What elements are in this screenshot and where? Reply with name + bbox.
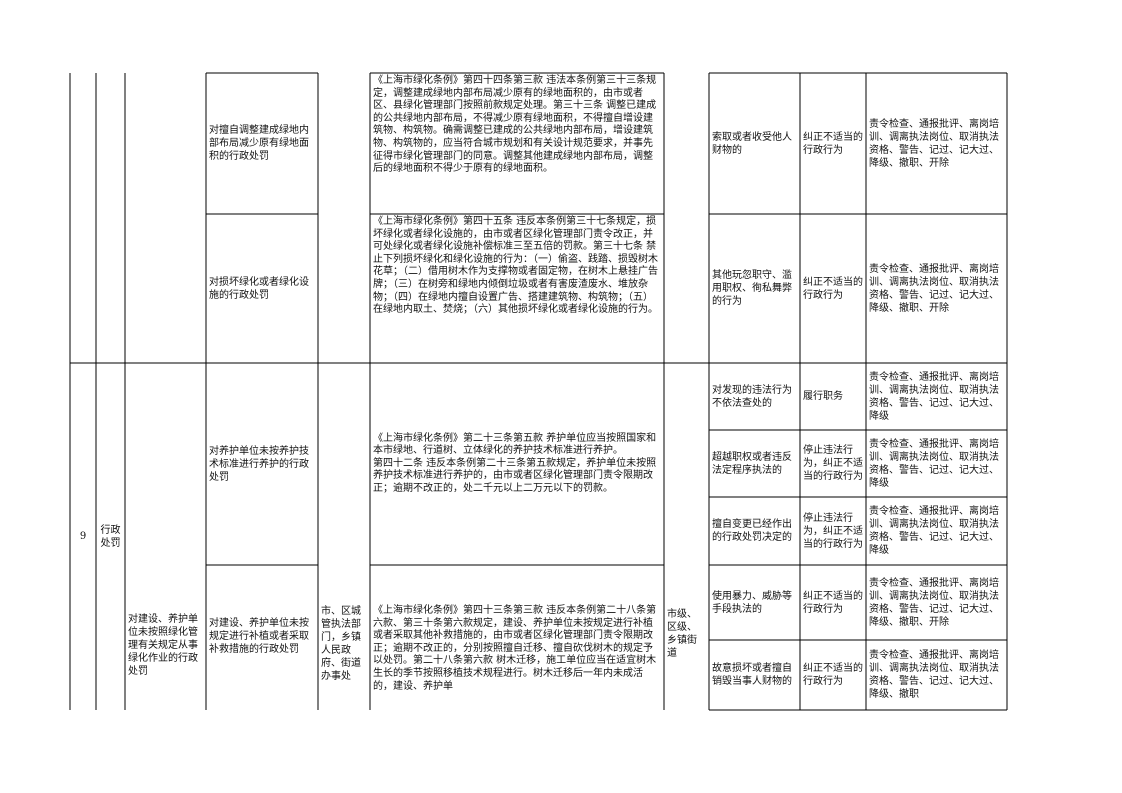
accountability-cell: 责令检查、通报批评、离岗培训、调离执法岗位、取消执法资格、警告、记过、记大过、降… (869, 371, 999, 422)
legal-basis-cell: 《上海市绿化条例》第四十四条第三款 违法本条例第三十三条规定，调整建成绿地内部布… (373, 75, 657, 175)
level-cell: 市级、区级、乡镇街道 (667, 609, 697, 659)
legal-basis-cell: 《上海市绿化条例》第四十五条 违反本条例第三十七条规定，损坏绿化或者绿化设施的，… (373, 216, 658, 316)
legal-basis-cell: 《上海市绿化条例》第二十三条第五款 养护单位应当按照国家和本市绿地、行道树、立体… (373, 432, 657, 494)
situation-cell: 故意损坏或者擅自销毁当事人财物的 (712, 663, 792, 687)
accountability-cell: 责令检查、通报批评、离岗培训、调离执法岗位、取消执法资格、警告、记过、记大过、降… (869, 650, 999, 700)
sub-item-name: 对擅自调整建成绿地内部布局减少原有绿地面积的行政处罚 (209, 125, 309, 162)
accountability-cell: 责令检查、通报批评、离岗培训、调离执法岗位、取消执法资格、警告、记过、记大过、降… (869, 263, 999, 314)
category-cell: 行政处罚 (100, 524, 121, 549)
row-number: 9 (79, 531, 87, 542)
type-cell: 纠正不适当的行政行为 (803, 590, 863, 615)
legal-basis-cell: 《上海市绿化条例》第四十三条第三款 违反本条例第二十八条第六款、第三十条第六款规… (373, 605, 657, 692)
situation-cell: 擅自变更已经作出的行政处罚决定的 (712, 519, 792, 543)
accountability-cell: 责令检查、通报批评、离岗培训、调离执法岗位、取消执法资格、警告、记过、记大过、降… (869, 577, 999, 628)
accountability-cell: 责令检查、通报批评、离岗培训、调离执法岗位、取消执法资格、警告、记过、记大过、降… (869, 506, 999, 556)
type-cell: 停止违法行为，纠正不适当的行政行为 (803, 445, 863, 482)
type-cell: 停止违法行为，纠正不适当的行政行为 (803, 512, 863, 550)
accountability-cell: 责令检查、通报批评、离岗培训、调离执法岗位、取消执法资格、警告、记过、记大过、降… (869, 438, 999, 489)
type-cell: 纠正不适当的行政行为 (803, 276, 863, 301)
sub-item-name: 对损坏绿化或者绿化设施的行政处罚 (209, 276, 309, 301)
type-cell: 履行职务 (803, 391, 843, 402)
situation-cell: 其他玩忽职守、滥用职权、徇私舞弊的行为 (712, 270, 792, 307)
sub-item-name: 对养护单位未按养护技术标准进行养护的行政处罚 (209, 445, 309, 483)
item-name-cell: 对建设、养护单位未按照绿化管理有关规定从事绿化作业的行政处罚 (128, 614, 198, 677)
situation-cell: 索取或者收受他人财物的 (712, 131, 792, 156)
situation-cell: 对发现的违法行为不依法查处的 (712, 384, 792, 409)
situation-cell: 使用暴力、威胁等手段执法的 (712, 590, 792, 615)
type-cell: 纠正不适当的行政行为 (803, 131, 863, 156)
sub-item-name: 对建设、养护单位未按规定进行补植或者采取补救措施的行政处罚 (209, 618, 309, 655)
type-cell: 纠正不适当的行政行为 (803, 663, 863, 687)
situation-cell: 超越职权或者违反法定程序执法的 (712, 451, 792, 476)
agency-cell: 市、区城管执法部门，乡镇人民政府、街道办事处 (321, 606, 361, 682)
accountability-cell: 责令检查、通报批评、离岗培训、调离执法岗位、取消执法资格、警告、记过、记大过、降… (869, 118, 999, 169)
